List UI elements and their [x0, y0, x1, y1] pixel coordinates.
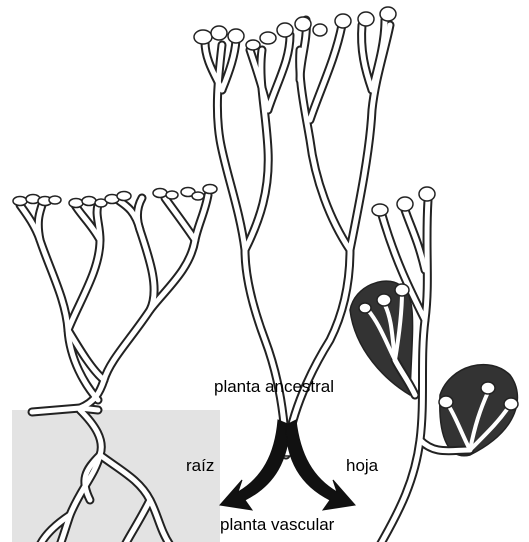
label-ancestral-plant: planta ancestral: [214, 378, 334, 395]
label-leaf: hoja: [346, 457, 378, 474]
arrow-to-root: [220, 420, 290, 510]
label-root: raíz: [186, 457, 214, 474]
arrow-to-leaf: [286, 420, 355, 510]
root-background-panel: [12, 410, 220, 542]
arrows: [220, 420, 355, 510]
label-vascular-plant: planta vascular: [220, 516, 334, 533]
right-plant: [350, 187, 518, 542]
